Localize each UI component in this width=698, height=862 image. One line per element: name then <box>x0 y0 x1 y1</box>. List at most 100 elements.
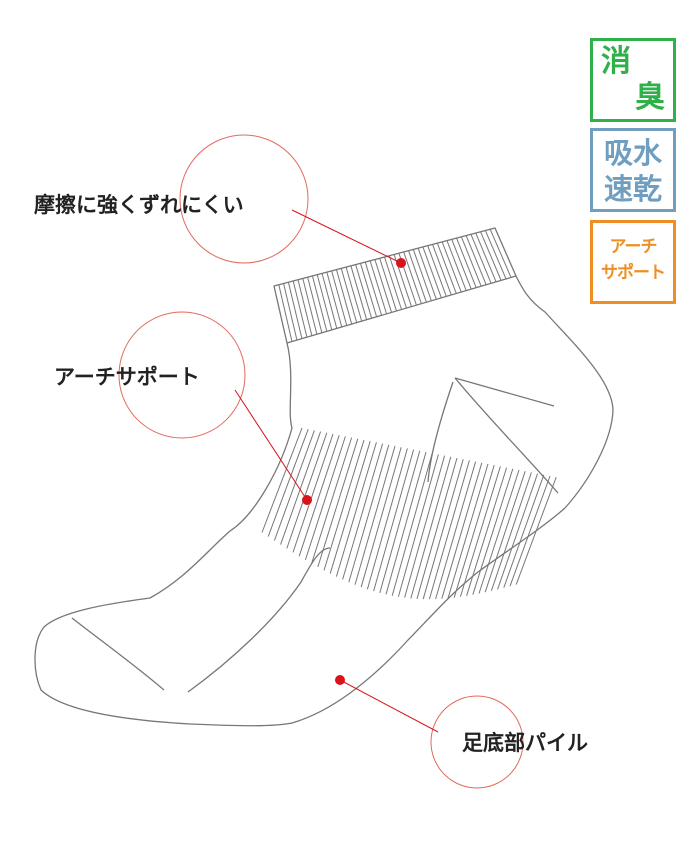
rib-line <box>384 256 402 310</box>
rib-line <box>345 266 363 322</box>
deodorant-badge-line2: 臭 <box>635 80 665 115</box>
arch-stripe <box>354 445 396 585</box>
deodorant-badge: 消 臭 <box>590 38 676 122</box>
arch-stripe <box>509 475 551 587</box>
arch-stripe <box>373 449 415 592</box>
rib-line <box>316 274 333 331</box>
rib-line <box>427 245 447 297</box>
arch-stripe <box>311 437 353 564</box>
arch-stripe <box>261 427 303 533</box>
rib-line <box>374 259 393 313</box>
arch-support-badge-line2: サポート <box>601 263 666 283</box>
arch-stripe <box>366 448 408 590</box>
rib-line <box>307 277 323 333</box>
rib-line <box>359 263 378 317</box>
rib-line <box>278 284 293 342</box>
rib-line <box>451 239 472 290</box>
arch-marker-dot <box>302 495 312 505</box>
rib-line <box>422 246 442 299</box>
sole-callout-label: 足底部パイル <box>462 731 588 755</box>
rib-line <box>456 237 477 288</box>
arch-stripe <box>404 455 446 598</box>
rib-line <box>412 249 432 301</box>
arch-stripe <box>360 447 402 588</box>
rib-line <box>432 244 452 296</box>
arch-stripe <box>441 462 483 599</box>
arch-stripe <box>435 461 477 600</box>
rib-line <box>292 280 308 338</box>
arch-stripe <box>317 438 359 568</box>
arch-stripe <box>267 429 309 537</box>
arch-callout-circle <box>118 311 246 439</box>
rib-line <box>446 240 467 291</box>
arch-stripe <box>379 450 421 594</box>
rib-line <box>408 250 427 303</box>
rib-line <box>403 251 422 304</box>
rib-line <box>364 261 383 316</box>
rib-line <box>417 248 437 300</box>
rib-line <box>480 231 502 281</box>
rib-line <box>379 258 397 312</box>
arch-stripe <box>280 431 322 545</box>
arch-stripe <box>385 451 427 595</box>
rib-line <box>484 230 507 280</box>
rib-line <box>311 275 328 332</box>
arch-stripe <box>292 433 334 553</box>
arch-stripe <box>478 469 520 594</box>
cuff-marker-dot <box>396 258 406 268</box>
arch-stripe <box>323 439 365 571</box>
arch-stripe <box>497 473 539 590</box>
sock-outline <box>34 227 614 727</box>
sole-marker-dot <box>335 675 345 685</box>
arch-stripe <box>397 454 439 597</box>
cuff-callout-circle <box>179 134 309 264</box>
arch-stripe <box>342 443 384 580</box>
quick-dry-badge: 吸水 速乾 <box>590 128 676 212</box>
rib-line <box>388 255 407 309</box>
rib-line <box>350 265 368 320</box>
arch-support-stripes <box>261 427 557 600</box>
arch-stripe <box>447 463 489 599</box>
cuff-leader-line <box>291 209 402 264</box>
arch-stripe <box>515 477 557 585</box>
rib-line <box>470 234 492 284</box>
arch-stripe <box>428 460 470 600</box>
cuff-ribbing <box>278 229 512 342</box>
rib-line <box>475 232 497 283</box>
arch-callout-label: アーチサポート <box>54 365 200 389</box>
arch-leader-line <box>234 389 308 501</box>
arch-stripe <box>348 444 390 583</box>
arch-stripe <box>416 457 458 599</box>
rib-line <box>335 269 353 325</box>
arch-stripe <box>335 442 377 577</box>
arch-stripe <box>329 441 371 574</box>
rib-line <box>331 270 348 326</box>
arch-stripe <box>453 465 495 598</box>
arch-support-badge-line1: アーチ <box>609 237 658 257</box>
sole-callout-circle <box>430 695 524 789</box>
arch-stripe <box>273 430 315 541</box>
arch-stripe <box>422 459 464 600</box>
arch-stripe <box>410 456 452 599</box>
arch-stripe <box>304 436 346 561</box>
deodorant-badge-line1: 消 <box>601 44 631 79</box>
rib-line <box>340 268 358 323</box>
quick-dry-badge-line2: 速乾 <box>603 172 662 206</box>
arch-stripe <box>286 432 328 549</box>
rib-line <box>369 260 388 315</box>
arch-stripe <box>503 474 545 588</box>
rib-line <box>283 283 298 341</box>
arch-stripe <box>466 467 508 596</box>
arch-stripe <box>298 435 340 557</box>
rib-line <box>465 235 487 285</box>
rib-line <box>355 264 373 319</box>
arch-stripe <box>391 453 433 596</box>
rib-line <box>326 271 343 328</box>
sole-leader-line <box>339 679 439 733</box>
rib-line <box>489 229 512 278</box>
cuff-callout-label: 摩擦に強くずれにくい <box>34 193 244 217</box>
rib-line <box>321 273 338 329</box>
arch-stripe <box>472 468 514 595</box>
rib-line <box>436 242 457 294</box>
